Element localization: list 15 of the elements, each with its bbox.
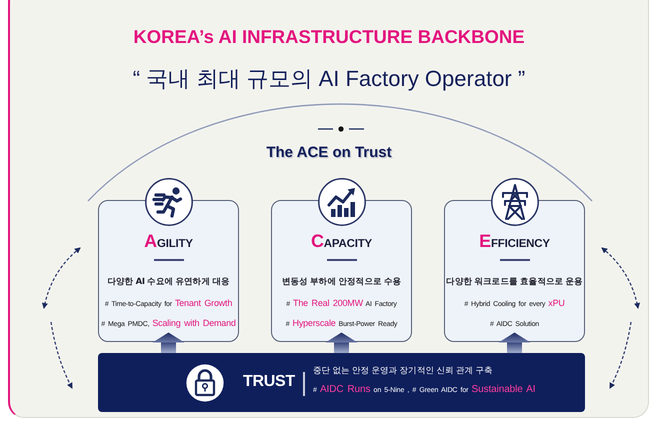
- card-heading: AGILITY: [144, 231, 193, 252]
- arrow: [152, 332, 184, 353]
- section-heading: The ACE on Trust: [266, 144, 392, 162]
- subtitle: “ 국내 최대 규모의 AI Factory Operator ”: [132, 66, 526, 92]
- arrow: [498, 332, 530, 353]
- banner: [98, 353, 585, 412]
- arrow: [326, 332, 358, 353]
- description-text: 중단 없는 안정 운영과 장기적인 신뢰 관계 구축: [313, 367, 493, 377]
- description-text: 다양한 AI 수요에 유연하게 대응: [107, 278, 230, 288]
- card-heading: EFFICIENCY: [479, 231, 550, 252]
- title: KOREA’s AI INFRASTRUCTURE BACKBONE: [133, 26, 525, 48]
- banner-heading: TRUST: [243, 373, 295, 392]
- description-text: 변동성 부하에 안정적으로 수용: [282, 278, 402, 288]
- card-heading: CAPACITY: [310, 231, 372, 252]
- description-text: 다양한 워크로드를 효율적으로 운용: [446, 278, 583, 288]
